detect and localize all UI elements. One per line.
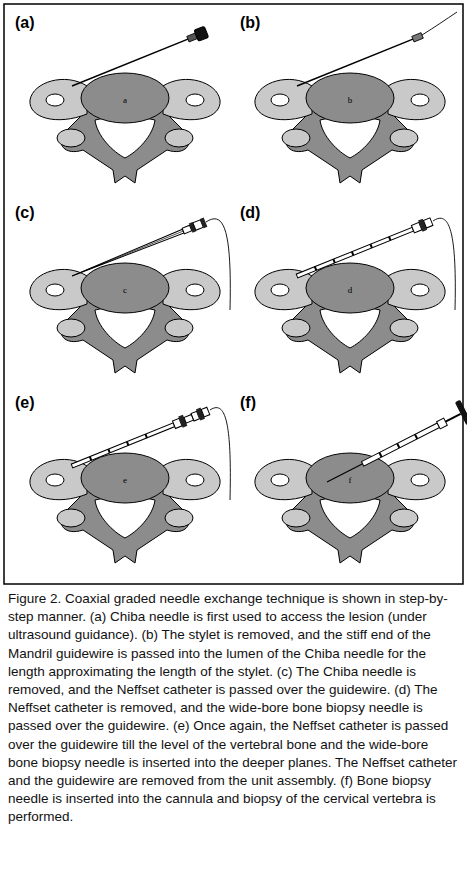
vertebra-letter: a [123,95,127,105]
vertebra-letter: b [348,95,353,105]
panel-letter: (e) [15,394,35,412]
vertebra-letter: c [123,285,127,295]
vertebra-letter: d [348,285,353,295]
panel-letter: (f) [240,394,256,412]
vertebra-letter: e [123,475,127,485]
panel-letter: (a) [15,14,35,32]
panel-letter: (c) [15,204,35,222]
vertebra-letter: f [349,475,352,485]
figure-caption: Figure 2. Coaxial graded needle exchange… [8,590,459,827]
panel-letter: (b) [240,14,260,32]
panel-letter: (d) [240,204,260,222]
